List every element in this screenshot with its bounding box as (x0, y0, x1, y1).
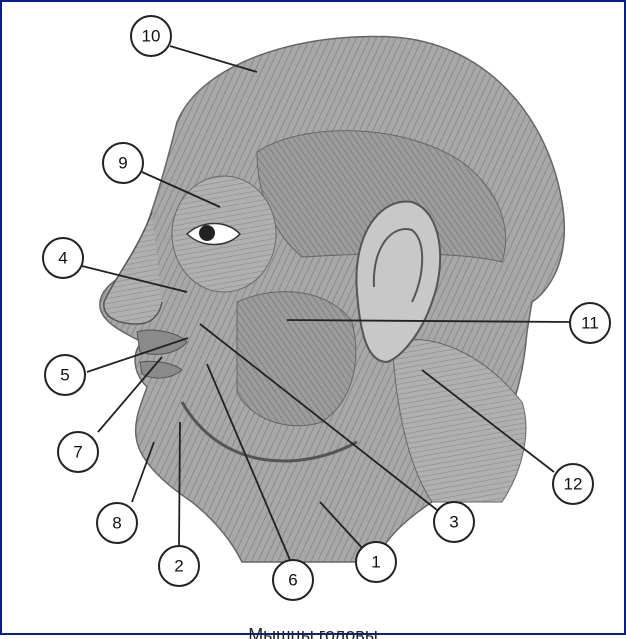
callout-9: 9 (118, 154, 127, 173)
callout-10: 10 (142, 27, 161, 46)
callout-2: 2 (174, 557, 183, 576)
nose (104, 212, 162, 324)
callout-6: 6 (288, 571, 297, 590)
callout-1: 1 (371, 553, 380, 572)
figure-caption: Мышцы головы (2, 625, 624, 639)
callout-5: 5 (60, 366, 69, 385)
callout-8: 8 (112, 514, 121, 533)
callout-4: 4 (58, 249, 67, 268)
masseter (237, 292, 356, 426)
callout-3: 3 (449, 513, 458, 532)
callout-12: 12 (564, 475, 583, 494)
callout-7: 7 (73, 443, 82, 462)
callout-11: 11 (581, 314, 599, 333)
